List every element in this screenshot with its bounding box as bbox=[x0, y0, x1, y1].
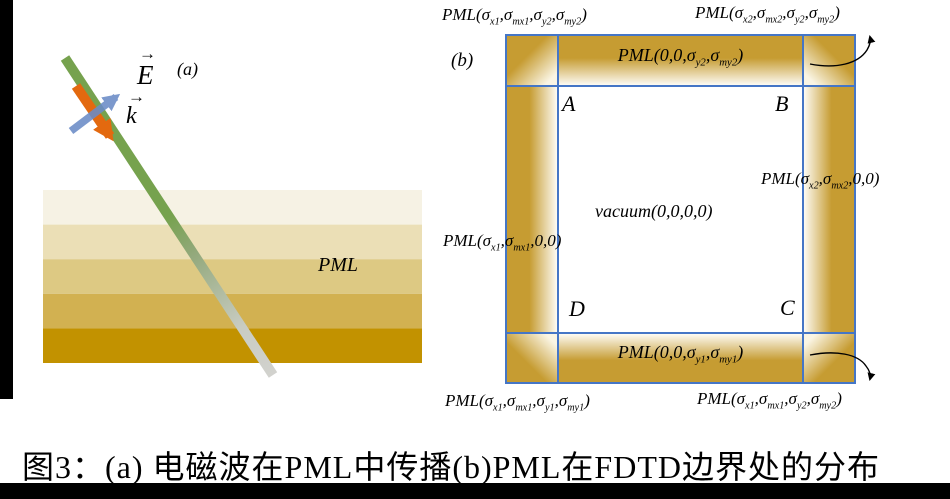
e-field-arrow bbox=[68, 93, 121, 134]
panel-a-figure bbox=[43, 55, 422, 378]
vector-hat-icon: → bbox=[128, 87, 145, 106]
vertex-c-label: C bbox=[780, 295, 795, 320]
formula-strip-right: PML(σx2,σmx2,0,0) bbox=[761, 169, 880, 192]
formula-corner-bottom-left: PML(σx1,σmx1,σy1,σmy1) bbox=[445, 391, 590, 414]
vacuum-label: vacuum(0,0,0,0) bbox=[595, 201, 713, 221]
vector-hat-icon: → bbox=[139, 44, 156, 63]
bottom-black-bar bbox=[0, 483, 950, 499]
formula-corner-bottom-right: PML(σx1,σmx1,σy2,σmy2) bbox=[697, 389, 842, 412]
left-black-bar bbox=[0, 0, 13, 399]
vertex-b-label: B bbox=[775, 91, 789, 116]
formula-corner-top-right: PML(σx2,σmx2,σy2,σmy2) bbox=[695, 3, 840, 26]
formula-strip-bottom: PML(0,0,σy1,σmy1) bbox=[617, 342, 744, 366]
panel-a-tag: (a) bbox=[177, 59, 198, 79]
pml-layer-stack bbox=[43, 190, 422, 363]
figure-caption: 图3：(a) 电磁波在PML中传播(b)PML在FDTD边界处的分布 bbox=[22, 449, 880, 485]
pml-corner-top-left-cell bbox=[506, 35, 558, 86]
k-vector-label: → k bbox=[126, 87, 145, 129]
formula-corner-top-left: PML(σx1,σmx1,σy2,σmy2) bbox=[442, 5, 587, 28]
vacuum-cell bbox=[558, 86, 803, 333]
pml-region-label: PML bbox=[318, 254, 358, 276]
vertex-d-label: D bbox=[569, 296, 585, 321]
pml-corner-bottom-right-cell bbox=[803, 333, 855, 383]
formula-strip-top: PML(0,0,σy2,σmy2) bbox=[617, 45, 744, 69]
pml-strip-top-cell bbox=[558, 35, 803, 86]
e-field-label: → E bbox=[137, 44, 156, 90]
panel-b-tag: (b) bbox=[451, 50, 474, 71]
formula-strip-left: PML(σx1,σmx1,0,0) bbox=[443, 231, 562, 254]
vertex-a-label: A bbox=[562, 91, 576, 116]
pml-corner-top-right-cell bbox=[803, 35, 855, 86]
pml-strip-bottom-cell bbox=[558, 333, 803, 383]
pml-strip-left-cell bbox=[506, 86, 558, 333]
pml-strip-right-cell bbox=[803, 86, 855, 333]
pml-corner-bottom-left-cell bbox=[506, 333, 558, 383]
